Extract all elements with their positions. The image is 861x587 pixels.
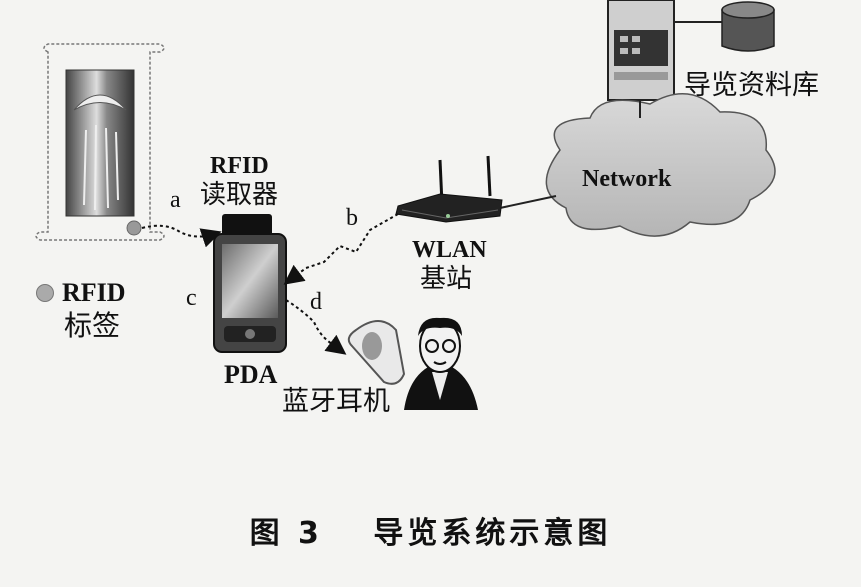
pda-label: PDA <box>224 360 278 389</box>
wlan-label-line2: 基站 <box>420 264 473 294</box>
link-a-label: a <box>170 187 181 213</box>
rfid-reader-label-line2: 读取器 <box>200 180 279 210</box>
rfid-reader-label-line1: RFID <box>210 153 269 179</box>
figure-caption: 图 3 导览系统示意图 <box>0 508 861 552</box>
link-c-label: c <box>186 285 197 311</box>
rfid-tag-icon <box>36 284 54 302</box>
rfid-tag-label-line1: RFID <box>62 278 126 307</box>
network-label: Network <box>582 166 672 192</box>
link-a-arrow <box>141 224 222 248</box>
figure-title: 导览系统示意图 <box>373 516 612 551</box>
headset-label: 蓝牙耳机 <box>282 386 390 417</box>
link-b-label: b <box>346 205 358 231</box>
wlan-network-link <box>499 195 557 209</box>
rfid-reader-icon <box>222 214 272 236</box>
person-icon <box>404 317 478 410</box>
bluetooth-headset-icon <box>347 320 406 385</box>
exhibit-scroll-icon <box>35 43 165 241</box>
rfid-tag-label-line2: 标签 <box>64 309 121 342</box>
link-d-label: d <box>310 289 322 315</box>
wlan-router-icon <box>395 155 503 223</box>
database-label: 导览资料库 <box>684 70 819 101</box>
network-cloud-icon <box>545 93 776 237</box>
wlan-label-line1: WLAN <box>412 237 487 263</box>
link-b-arrow <box>283 213 399 285</box>
figure-number: 图 3 <box>249 516 323 551</box>
pda-icon <box>213 214 287 353</box>
